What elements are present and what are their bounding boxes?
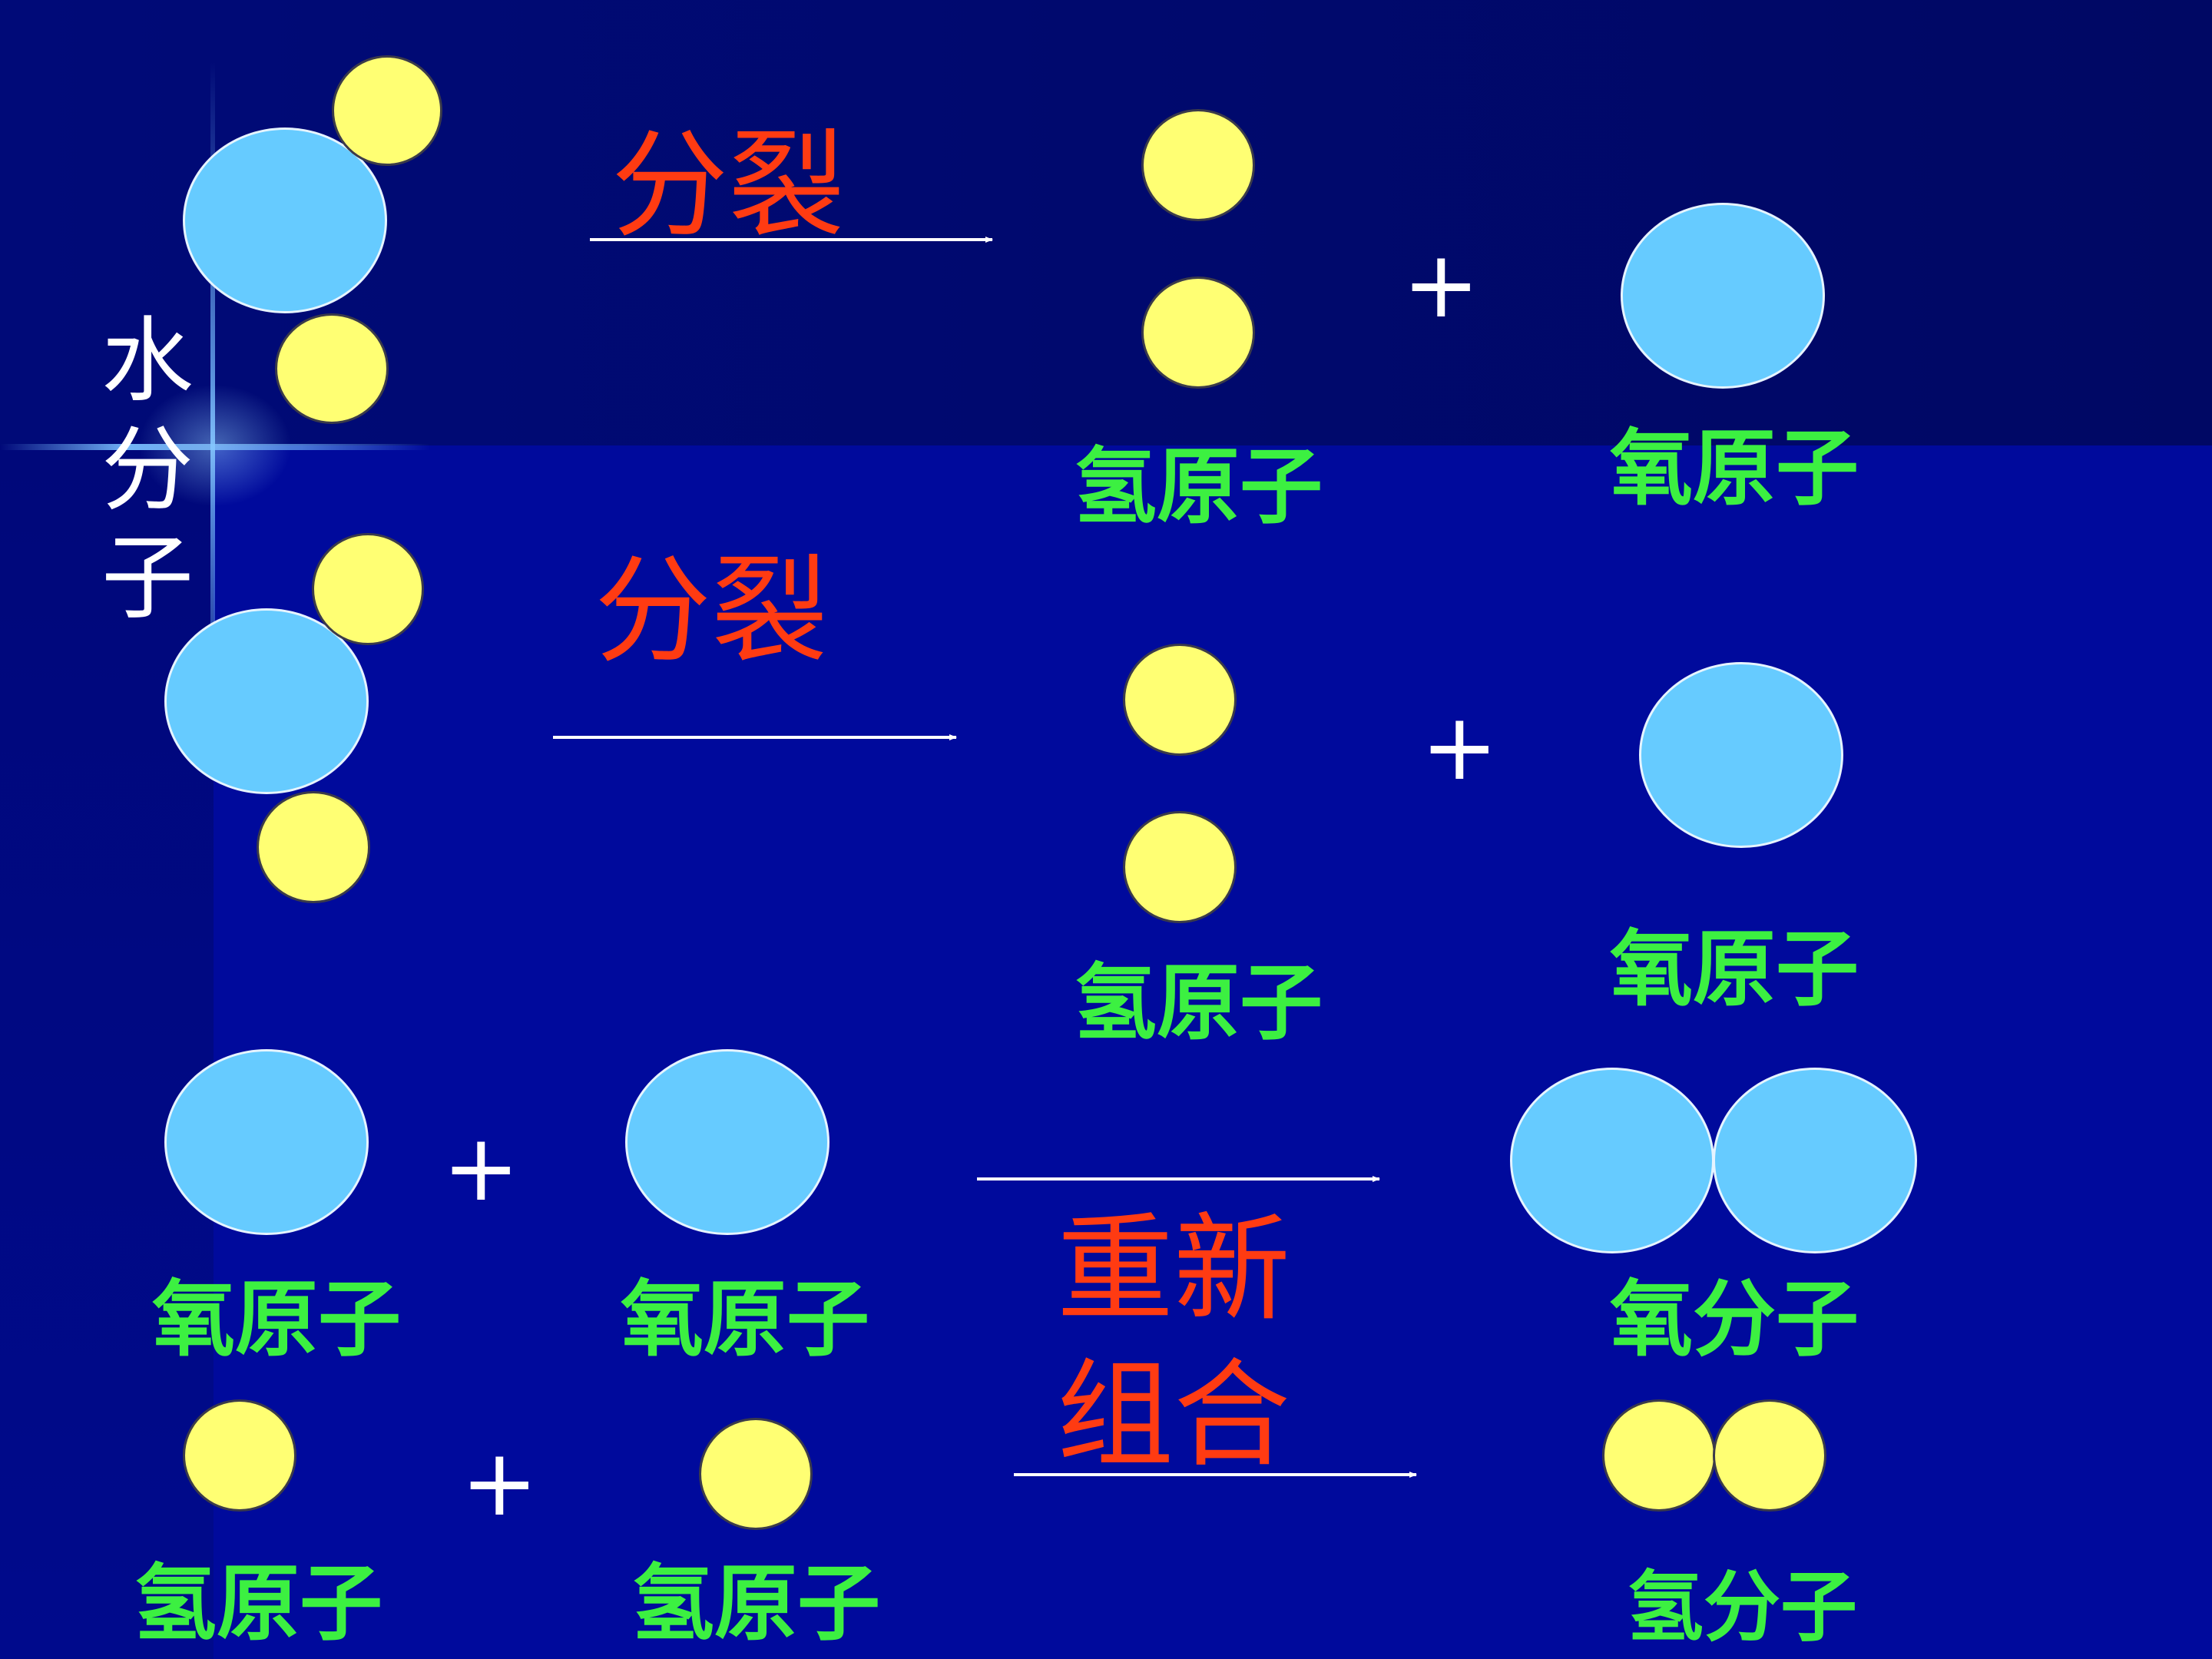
label-hydrogen-atom-row4b: 氢原子 xyxy=(631,1555,881,1652)
oxygen-atom-row1 xyxy=(1621,203,1825,389)
plus-sign-row1: + xyxy=(1402,232,1480,339)
oxygen-molecule-atom-a xyxy=(1510,1068,1714,1253)
oxygen-atom-row2 xyxy=(1639,662,1843,848)
label-hydrogen-atom-row1: 氢原子 xyxy=(1074,439,1323,535)
water-molecule-label: 水分子 xyxy=(101,308,194,633)
label-hydrogen-atom-row4a: 氢原子 xyxy=(134,1555,383,1652)
background-left-band xyxy=(0,445,214,1659)
hydrogen-atom-row1b xyxy=(1141,276,1255,389)
hydrogen-atom-row4a xyxy=(183,1399,296,1512)
label-hydrogen-molecule: 氢分子 xyxy=(1627,1561,1857,1652)
action-split-row2: 分裂 xyxy=(594,543,828,679)
plus-sign-row2: + xyxy=(1421,694,1498,801)
lens-flare xyxy=(138,384,292,507)
oxygen-atom-row3a xyxy=(164,1049,369,1235)
hydrogen-atom-row4b xyxy=(699,1418,813,1530)
label-oxygen-atom-row3b: 氧原子 xyxy=(621,1271,870,1368)
label-oxygen-atom-row3a: 氧原子 xyxy=(152,1271,402,1368)
plus-sign-row3: + xyxy=(442,1115,520,1222)
hydrogen-atom-water-2b xyxy=(257,791,370,903)
hydrogen-molecule-atom-b xyxy=(1713,1399,1826,1512)
hydrogen-atom-water-1b xyxy=(275,313,389,424)
hydrogen-atom-row2a xyxy=(1123,644,1237,756)
action-recombine: 重新组合 xyxy=(1057,1201,1290,1483)
oxygen-atom-water-2 xyxy=(164,608,369,794)
label-oxygen-atom-row2: 氧原子 xyxy=(1610,921,1859,1018)
label-oxygen-molecule: 氧分子 xyxy=(1610,1271,1859,1368)
action-split-row1: 分裂 xyxy=(611,118,845,253)
glow-line-vertical xyxy=(210,61,215,753)
oxygen-atom-row3b xyxy=(625,1049,830,1235)
hydrogen-atom-water-2a xyxy=(312,533,424,645)
hydrogen-atom-row2b xyxy=(1123,811,1237,923)
hydrogen-atom-water-1a xyxy=(332,55,442,166)
hydrogen-molecule-atom-a xyxy=(1602,1399,1716,1512)
oxygen-atom-water-1 xyxy=(183,127,387,313)
label-hydrogen-atom-row2: 氢原子 xyxy=(1074,955,1323,1051)
glow-line-horizontal xyxy=(0,444,430,450)
oxygen-molecule-atom-b xyxy=(1713,1068,1917,1253)
label-oxygen-atom-row1: 氧原子 xyxy=(1610,420,1859,517)
hydrogen-atom-row1a xyxy=(1141,109,1255,221)
plus-sign-row4: + xyxy=(461,1430,538,1537)
